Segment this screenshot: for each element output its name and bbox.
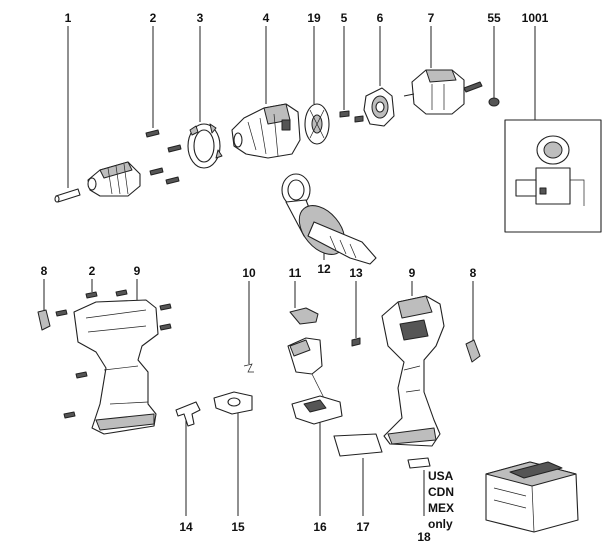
part-17-label [333,433,383,457]
part-12-side-handle [281,173,377,265]
label-part-5: 5 [341,11,348,25]
part-13-clip [351,337,361,347]
label-part-15: 15 [231,520,245,534]
leader-lines [43,26,536,516]
battery-pack [485,461,579,533]
note-line-cdn: CDN [428,485,454,499]
part-1001-electronics-box [504,119,602,233]
part-10-spring-clip [243,363,254,373]
part-18-label-strip [407,457,431,469]
part-19-disc [304,103,330,145]
label-part-11: 11 [289,266,302,280]
part-55-cap [488,97,500,107]
part-1-spindle [54,188,81,203]
label-part-7: 7 [428,11,435,25]
label-part-9-left: 9 [134,264,141,278]
part-8-plug-right [465,339,481,363]
label-part-55: 55 [487,11,501,25]
part-9-housing-right [381,295,445,447]
label-part-4: 4 [263,11,270,25]
part-8-plug-left [37,309,51,331]
label-part-17: 17 [356,520,370,534]
label-part-8-left: 8 [41,264,48,278]
label-part-16: 16 [313,520,327,534]
note-line-usa: USA [428,469,454,483]
part-14-bracket [175,401,201,427]
label-part-12: 12 [317,262,331,276]
part-2-screws-lower [55,289,172,419]
note-line-mex: MEX [428,501,454,515]
part-16-switch-assembly [287,337,343,425]
label-part-1: 1 [65,11,72,25]
label-part-9-right: 9 [409,266,416,280]
part-11-button [289,307,319,325]
label-part-3: 3 [197,11,204,25]
label-part-13: 13 [349,266,363,280]
part-7-motor [403,69,483,115]
part-number-labels: 1 2 3 4 19 5 6 7 55 1001 8 2 9 10 11 12 … [41,11,549,544]
part-6-motor-plate [363,87,395,127]
label-part-2-lower: 2 [89,264,96,278]
label-part-18: 18 [417,530,431,544]
market-availability-note: USA CDN MEX only [428,469,454,531]
part-15-switch-carrier [213,391,253,415]
label-part-6: 6 [377,11,384,25]
label-part-10: 10 [242,266,256,280]
note-line-only: only [428,517,453,531]
part-5-screws [339,110,364,123]
part-3-gear-ring [187,123,223,169]
label-part-14: 14 [179,520,193,534]
label-part-8-right: 8 [470,266,477,280]
part-9-housing-left [73,299,159,435]
label-part-1001: 1001 [522,11,549,25]
keyless-chuck [87,161,141,197]
label-part-2-upper: 2 [150,11,157,25]
part-4-gearbox [231,103,301,159]
label-part-19: 19 [307,11,321,25]
